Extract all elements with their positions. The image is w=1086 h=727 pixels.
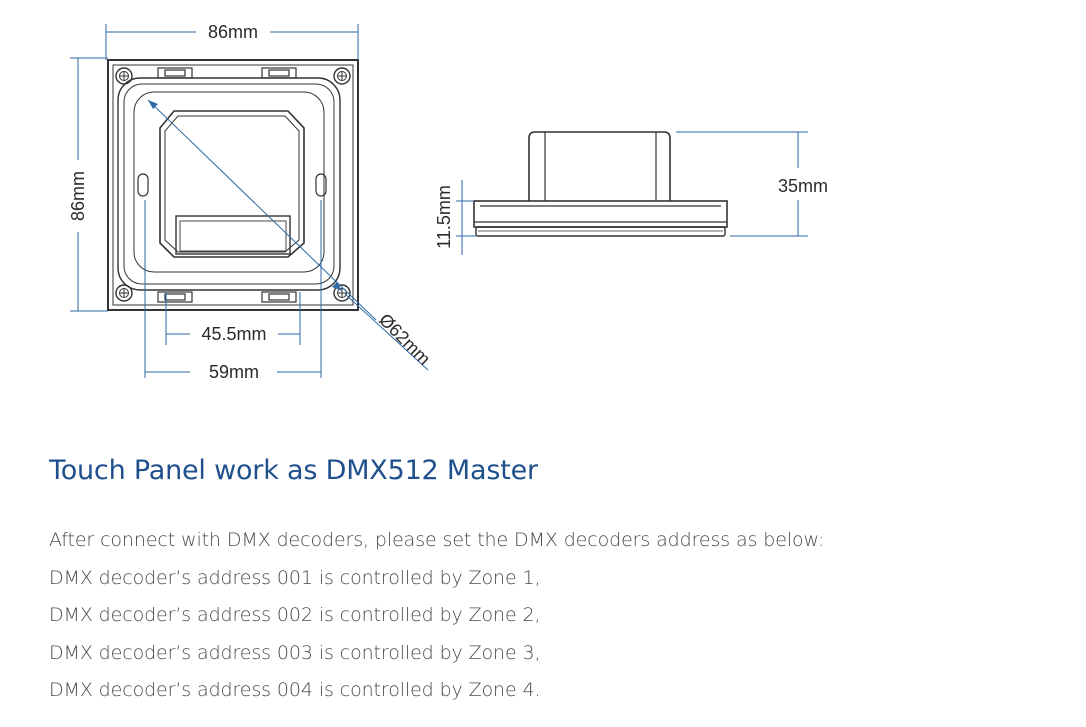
screw-icon bbox=[333, 284, 351, 302]
dimension-lines-front bbox=[70, 24, 429, 378]
screw-icon bbox=[115, 67, 133, 85]
dim-front-width: 86mm bbox=[208, 22, 258, 42]
dim-inner-width-small: 45.5mm bbox=[201, 324, 266, 344]
screw-icon bbox=[115, 284, 133, 302]
dim-inner-width-large: 59mm bbox=[209, 362, 259, 382]
body-line: DMX decoder’s address 003 is controlled … bbox=[49, 641, 541, 664]
side-view bbox=[473, 131, 728, 237]
body-line: DMX decoder’s address 001 is controlled … bbox=[49, 566, 541, 589]
dim-side-depth-small: 11.5mm bbox=[434, 185, 454, 249]
body-line: DMX decoder’s address 004 is controlled … bbox=[49, 679, 541, 701]
technical-drawing: 86mm 86mm 45.5mm 59mm Ø62mm 35mm 11.5mm bbox=[68, 22, 828, 382]
dim-front-height: 86mm bbox=[68, 171, 88, 221]
dim-side-depth-total: 35mm bbox=[778, 176, 828, 196]
screw-icon bbox=[333, 67, 351, 85]
section-title: Touch Panel work as DMX512 Master bbox=[49, 455, 538, 486]
dimension-lines-side bbox=[456, 131, 808, 255]
dim-diameter: Ø62mm bbox=[375, 310, 434, 369]
body-line: After connect with DMX decoders, please … bbox=[49, 529, 825, 551]
dimension-arrows bbox=[148, 100, 342, 291]
section-body: After connect with DMX decoders, please … bbox=[49, 527, 824, 715]
screw-icons bbox=[115, 67, 351, 302]
front-view bbox=[107, 59, 359, 311]
body-line: DMX decoder’s address 002 is controlled … bbox=[49, 604, 541, 626]
